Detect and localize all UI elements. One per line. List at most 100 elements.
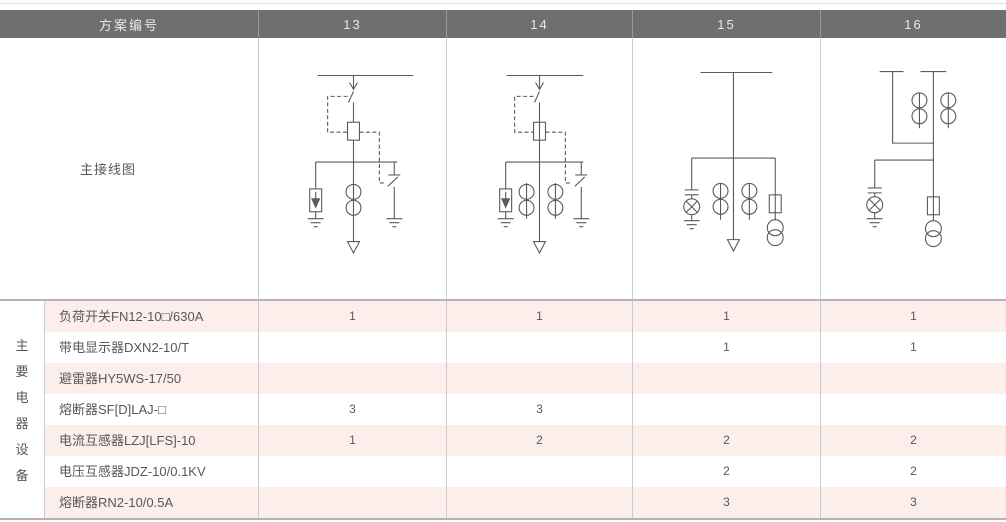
equipment-rows: 负荷开关FN12-10□/630A 1 1 1 1 带电显示器DXN2-10/T… — [45, 301, 1006, 518]
section-separator — [0, 299, 1006, 301]
bottom-rule — [0, 518, 1006, 520]
equipment-name: 带电显示器DXN2-10/T — [59, 340, 190, 355]
qty-scheme-13: 1 — [258, 425, 446, 456]
qty-scheme-16: 1 — [820, 301, 1006, 332]
qty-scheme-16 — [820, 394, 1006, 425]
qty-scheme-14 — [446, 487, 632, 518]
qty-scheme-15 — [632, 394, 820, 425]
current-transformer — [741, 182, 758, 220]
table-header: 方案编号 13 14 15 16 — [0, 10, 1006, 38]
qty-scheme-14 — [446, 363, 632, 394]
equipment-name: 熔断器SF[D]LAJ-□ — [59, 402, 166, 417]
current-transformer — [345, 183, 362, 216]
feeder-arrow-icon — [726, 239, 741, 253]
equipment-name: 熔断器RN2-10/0.5A — [59, 495, 174, 510]
interlock-dashed-link — [327, 95, 387, 184]
header-scheme-15: 15 — [632, 10, 820, 38]
group-label-char: 器 — [15, 416, 29, 431]
qty-scheme-16: 1 — [820, 332, 1006, 363]
equipment-name: 电压互感器JDZ-10/0.1KV — [59, 464, 206, 479]
switch-blade — [534, 91, 540, 103]
diagram-scheme-14 — [446, 38, 632, 299]
table-row: 电压互感器JDZ-10/0.1KV 2 2 — [45, 456, 1006, 487]
ground-icon — [386, 218, 403, 228]
table-row: 熔断器RN2-10/0.5A 3 3 — [45, 487, 1006, 518]
qty-scheme-14: 3 — [446, 394, 632, 425]
ground-icon — [573, 218, 590, 228]
one-line-diagram-16-icon — [866, 70, 957, 248]
current-transformer — [547, 182, 564, 219]
earthing-switch — [573, 162, 590, 228]
qty-scheme-14: 1 — [446, 301, 632, 332]
diagram-scheme-15 — [632, 38, 820, 299]
capacitor-icon — [867, 187, 882, 194]
fuse — [768, 194, 782, 214]
fuse — [532, 121, 547, 141]
load-switch — [534, 75, 544, 103]
one-line-diagram-15-icon — [683, 71, 784, 253]
one-line-diagram-13-icon — [307, 74, 414, 255]
qty-scheme-15: 2 — [632, 425, 820, 456]
header-scheme-label: 方案编号 — [98, 17, 159, 33]
ground-icon — [866, 218, 883, 228]
qty-scheme-15: 1 — [632, 301, 820, 332]
table-row: 电流互感器LZJ[LFS]-10 1 2 2 2 — [45, 425, 1006, 456]
diagram-row-label-cell: 主接线图 — [0, 38, 258, 299]
qty-scheme-13: 1 — [258, 301, 446, 332]
qty-scheme-15 — [632, 363, 820, 394]
qty-scheme-13 — [258, 487, 446, 518]
feeder-arrow-icon — [346, 241, 361, 255]
qty-scheme-13: 3 — [258, 394, 446, 425]
group-label-char: 设 — [15, 442, 29, 457]
incoming-arrow-icon — [535, 75, 544, 91]
group-label-char: 主 — [15, 338, 29, 353]
qty-scheme-14 — [446, 332, 632, 363]
qty-scheme-13 — [258, 332, 446, 363]
diagram-scheme-16 — [820, 38, 1006, 299]
header-scheme-16: 16 — [820, 10, 1006, 38]
one-line-diagram-14-icon — [497, 74, 590, 255]
load-switch — [348, 75, 358, 103]
qty-scheme-16: 3 — [820, 487, 1006, 518]
earthing-switch — [386, 162, 403, 228]
voltage-transformer — [924, 220, 942, 248]
group-label-char: 要 — [15, 364, 29, 379]
qty-scheme-14: 2 — [446, 425, 632, 456]
surge-arrester — [497, 162, 514, 228]
ground-icon — [497, 218, 514, 228]
table-row: 带电显示器DXN2-10/T 1 1 — [45, 332, 1006, 363]
fuse — [926, 196, 940, 216]
current-transformer — [712, 182, 729, 220]
diagram-row: 主接线图 — [0, 38, 1006, 299]
equipment-name: 负荷开关FN12-10□/630A — [59, 309, 204, 324]
diagram-scheme-13 — [258, 38, 446, 299]
fuse — [346, 121, 361, 141]
capacitor-icon — [684, 189, 699, 196]
qty-scheme-14 — [446, 456, 632, 487]
group-label-char: 备 — [15, 468, 29, 483]
qty-scheme-16: 2 — [820, 425, 1006, 456]
qty-scheme-16 — [820, 363, 1006, 394]
equipment-name: 避雷器HY5WS-17/50 — [59, 371, 182, 386]
qty-scheme-15: 1 — [632, 332, 820, 363]
qty-scheme-15: 2 — [632, 456, 820, 487]
qty-scheme-13 — [258, 363, 446, 394]
surge-arrester — [307, 162, 324, 228]
equipment-name: 电流互感器LZJ[LFS]-10 — [59, 433, 196, 448]
group-label-char: 电 — [15, 390, 29, 405]
ground-icon — [683, 220, 700, 230]
current-transformer — [940, 92, 957, 129]
qty-scheme-13 — [258, 456, 446, 487]
header-scheme-14: 14 — [446, 10, 632, 38]
table-row: 熔断器SF[D]LAJ-□ 3 3 — [45, 394, 1006, 425]
table-row: 避雷器HY5WS-17/50 — [45, 363, 1006, 394]
voltage-transformer — [766, 219, 784, 247]
live-display-indicator — [866, 160, 884, 228]
feeder-arrow-icon — [532, 241, 547, 255]
tie-line — [892, 71, 934, 144]
interlock-dashed-link — [514, 95, 573, 184]
current-transformer — [518, 182, 535, 219]
qty-scheme-16: 2 — [820, 456, 1006, 487]
equipment-group-label: 主 要 电 器 设 备 — [0, 301, 45, 518]
